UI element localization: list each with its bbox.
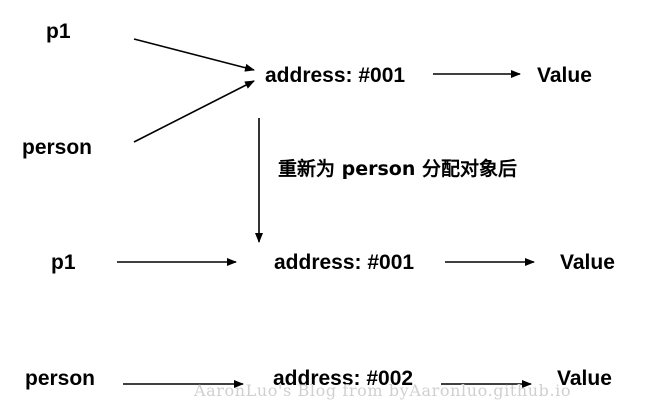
value-label: Value bbox=[537, 64, 592, 87]
person-after-label: person bbox=[25, 367, 95, 390]
watermark: AaronLuo's Blog from byAaronluo.github.i… bbox=[193, 381, 571, 400]
p1-label: p1 bbox=[46, 20, 71, 43]
address-002-label: address: #002 bbox=[273, 367, 413, 390]
value-after-label-2: Value bbox=[557, 367, 612, 390]
address-001-after-label: address: #001 bbox=[274, 251, 414, 274]
person-label: person bbox=[22, 136, 92, 159]
p1-to-address-arrow bbox=[133, 38, 255, 72]
address-001-label: address: #001 bbox=[265, 64, 405, 87]
value-after-label-1: Value bbox=[560, 251, 615, 274]
transition-note: 重新为 person 分配对象后 bbox=[278, 157, 517, 180]
person-to-address-arrow bbox=[133, 80, 255, 143]
p1-after-label: p1 bbox=[51, 251, 76, 274]
